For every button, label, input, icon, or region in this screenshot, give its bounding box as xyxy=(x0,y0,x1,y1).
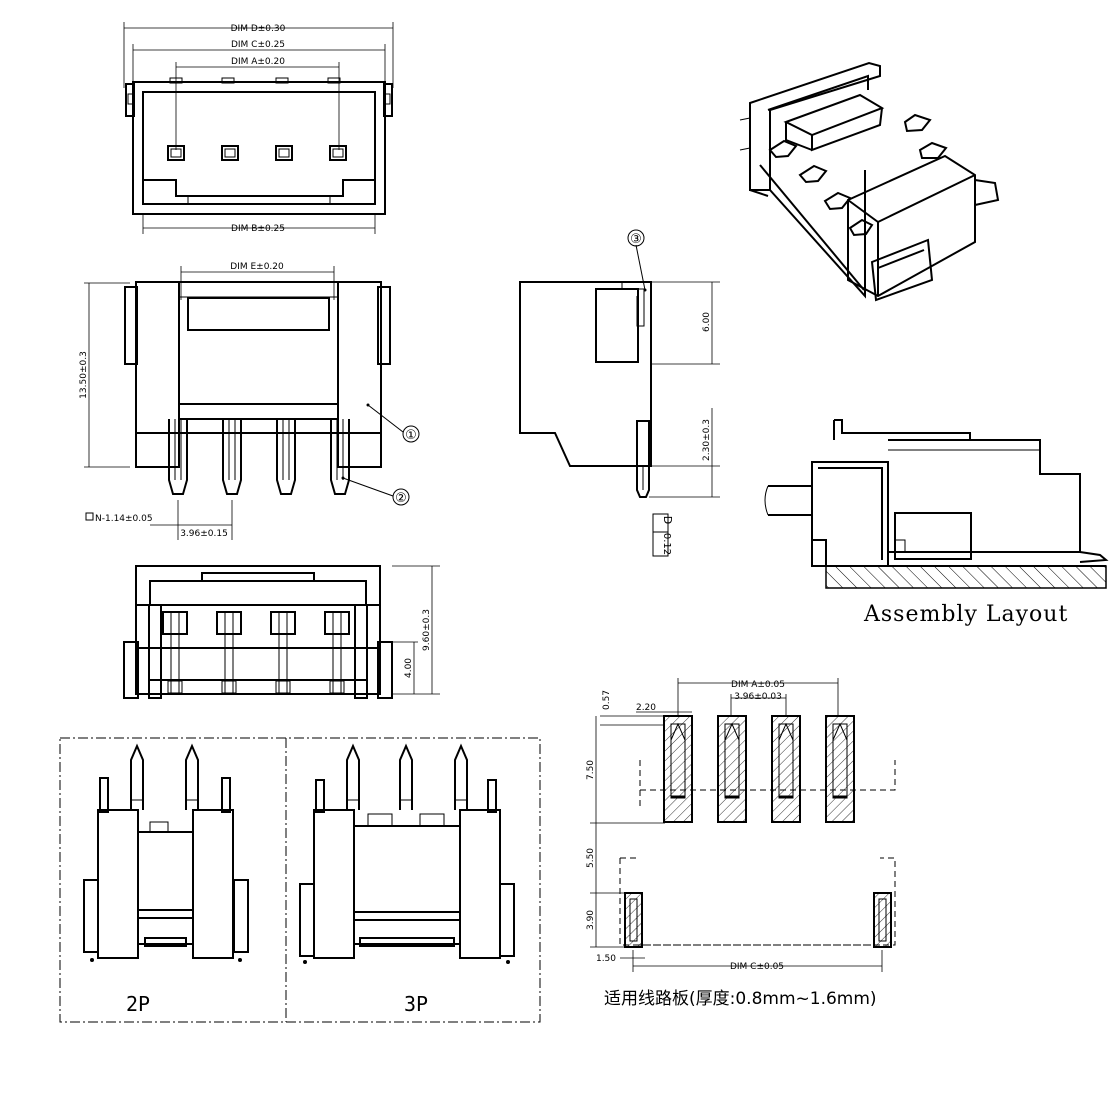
callout-1: ① xyxy=(405,428,417,443)
pcb-390-label: 3.90 xyxy=(586,910,596,930)
pitch-label: 3.96±0.15 xyxy=(180,529,228,539)
pcb-550-label: 5.50 xyxy=(586,848,596,868)
tolerance-n-label: N-1.14±0.05 xyxy=(95,514,153,524)
variants-panel: 2P 3P xyxy=(59,737,541,1023)
dim-d-label: DIM D±0.30 xyxy=(231,24,286,34)
bottom-view: 9.60±0.3 4.00 xyxy=(123,565,440,699)
height-9-60-label: 9.60±0.3 xyxy=(422,609,432,651)
side-6-00-label: 6.00 xyxy=(702,312,712,332)
variant-2p-drawing xyxy=(83,743,249,962)
flatness-value: 0.12 xyxy=(661,533,672,555)
pcb-057-label: 0.57 xyxy=(602,690,612,710)
height-4-00-label: 4.00 xyxy=(404,658,414,678)
pcb-750-label: 7.50 xyxy=(586,760,596,780)
pcb-220-label: 2.20 xyxy=(636,703,656,713)
callout-3: ③ xyxy=(630,232,642,247)
flatness-symbol: D xyxy=(661,516,674,524)
pcb-layout: DIM A±0.05 3.96±0.03 0.57 2.20 7.50 5.50… xyxy=(586,678,896,972)
variant-3p-label: 3P xyxy=(404,992,428,1016)
dim-e-label: DIM E±0.20 xyxy=(230,262,284,272)
assembly-layout-title: Assembly Layout xyxy=(863,602,1068,627)
pcb-thickness-note: 适用线路板(厚度:0.8mm~1.6mm) xyxy=(604,989,877,1009)
pcb-dim-a-label: DIM A±0.05 xyxy=(731,680,785,690)
dim-c-label: DIM C±0.25 xyxy=(231,40,285,50)
pcb-150-label: 1.50 xyxy=(596,954,616,964)
pcb-dim-c-label: DIM C±0.05 xyxy=(730,962,784,972)
height-13-50-label: 13.50±0.3 xyxy=(79,351,89,399)
assembly-layout xyxy=(764,419,1109,589)
callout-2: ② xyxy=(395,491,407,506)
isometric-view xyxy=(739,61,1000,302)
side-view: ③ 6.00 2.30±0.3 D 0.12 xyxy=(519,229,720,557)
front-view: DIM E±0.20 13.50±0.3 ① xyxy=(79,262,420,540)
dim-b-label: DIM B±0.25 xyxy=(231,224,285,234)
top-view: DIM D±0.30 DIM C±0.25 DIM A±0.20 DIM B±0… xyxy=(123,22,394,234)
variant-2p-label: 2P xyxy=(126,992,150,1016)
pcb-pitch-label: 3.96±0.03 xyxy=(734,692,782,702)
dim-a-label: DIM A±0.20 xyxy=(231,57,285,67)
side-2-30-label: 2.30±0.3 xyxy=(702,419,712,461)
variant-3p-drawing xyxy=(299,743,515,964)
